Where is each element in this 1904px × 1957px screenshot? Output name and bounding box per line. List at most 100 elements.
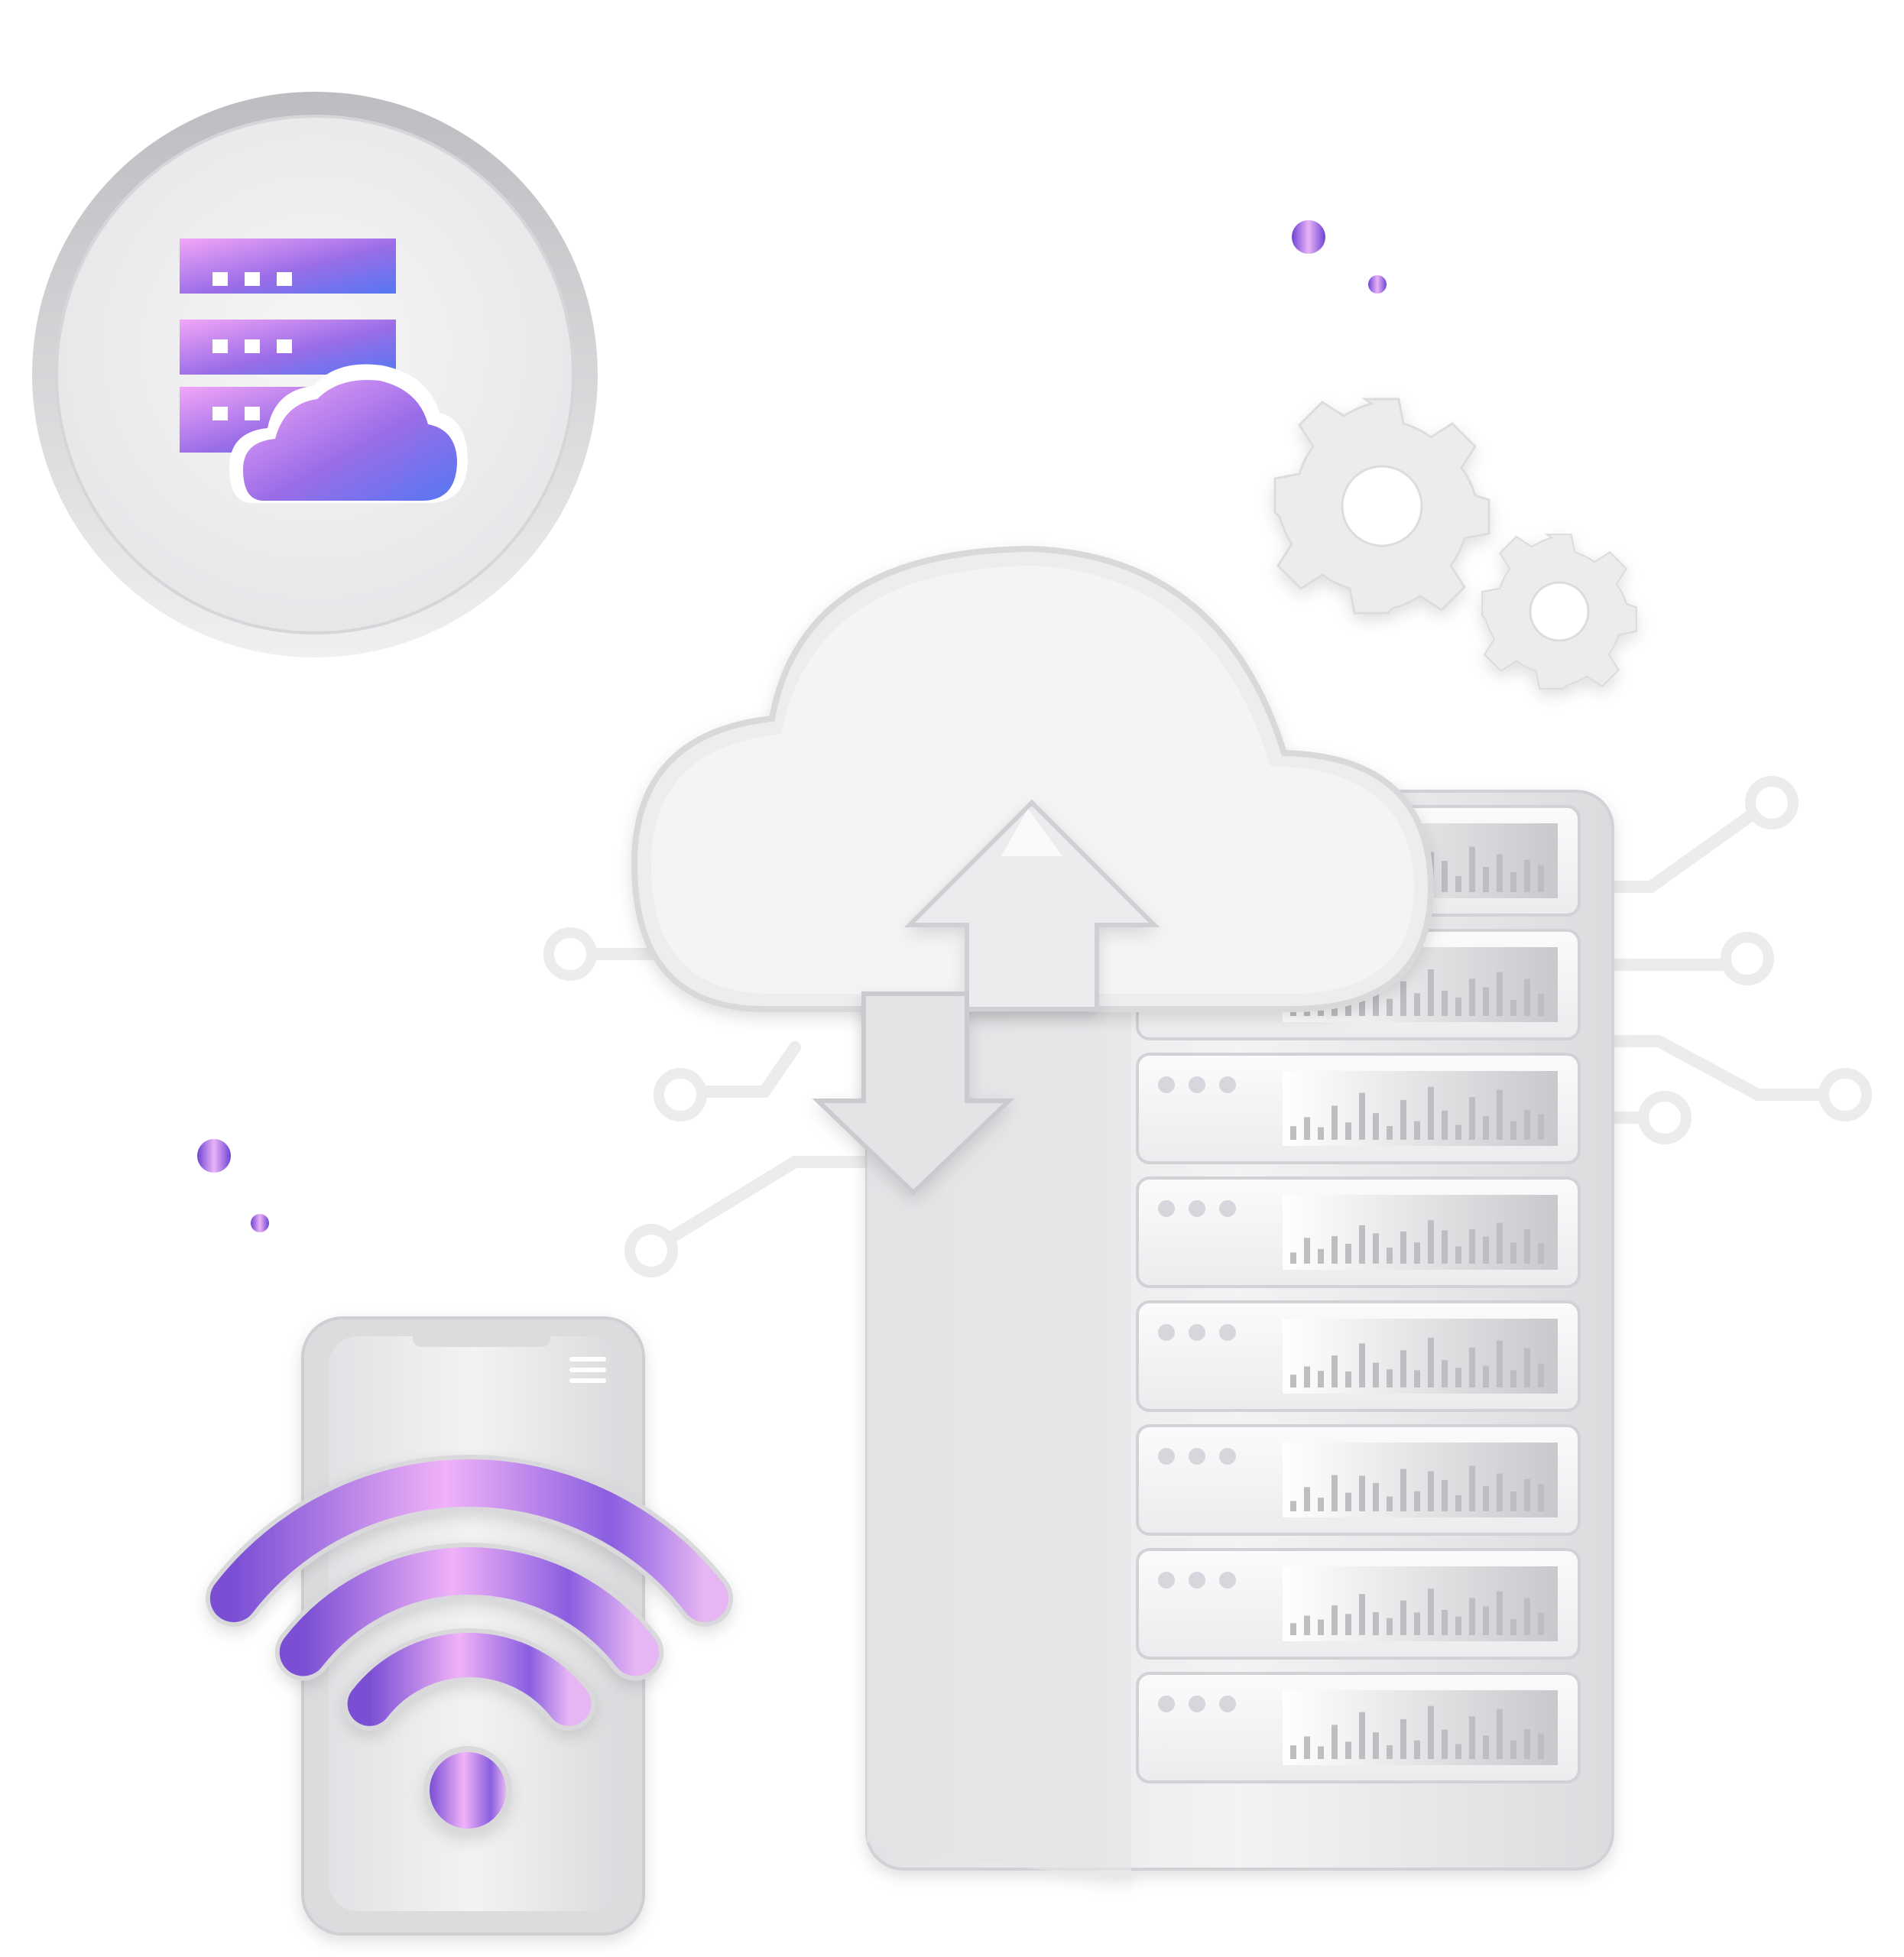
activity-bar [1483,1485,1489,1511]
activity-bar [1510,1000,1516,1016]
status-led [1158,1076,1175,1093]
activity-bar [1455,1495,1461,1511]
activity-bar [1524,1110,1530,1140]
activity-bar [1373,1362,1379,1387]
hamburger-menu-icon [569,1357,606,1383]
activity-bar [1538,1363,1544,1387]
activity-bar [1345,1614,1351,1635]
activity-bar [1538,1114,1544,1140]
connector-dot [1292,220,1325,254]
activity-bar [1400,1600,1406,1635]
status-led [1189,1200,1205,1217]
activity-bar [1332,1605,1338,1635]
activity-bar [1510,1740,1516,1759]
activity-bar [1538,1484,1544,1511]
activity-bar [1483,1365,1489,1387]
activity-bar [1345,1122,1351,1140]
activity-bar [1442,1480,1448,1511]
activity-bar [1455,1368,1461,1387]
wifi-arc [347,1633,592,1726]
server-cloud-icon [180,239,468,503]
activity-bar [1469,978,1475,1016]
activity-bar [1414,1740,1420,1759]
activity-bar [1469,1465,1475,1511]
activity-bar [1373,1482,1379,1511]
activity-bar [1304,1366,1310,1387]
activity-bar [1359,1712,1365,1759]
activity-bar [1304,1615,1310,1635]
activity-bar [1373,1113,1379,1140]
activity-bar [1290,1252,1296,1264]
activity-bar [1497,854,1503,892]
activity-bar [1359,1092,1365,1140]
activity-bar [1373,1732,1379,1759]
activity-bar [1455,997,1461,1016]
wifi-dot [430,1752,506,1829]
activity-bar [1304,1238,1310,1264]
activity-bar [1483,866,1489,892]
activity-bar [1538,1612,1544,1635]
activity-bar [1428,1337,1434,1387]
status-led [1189,1572,1205,1589]
activity-bar [1497,1089,1503,1140]
activity-bar [1332,1236,1338,1264]
badge-connector-lines [197,220,1387,1232]
activity-bar [1442,861,1448,892]
activity-bar [1318,1127,1324,1140]
activity-bar [1510,1242,1516,1264]
activity-bar [1428,1086,1434,1140]
status-led [1219,1572,1236,1589]
status-led [1158,1200,1175,1217]
gear-icon [1273,398,1637,690]
status-led [1189,1076,1205,1093]
activity-bar [1455,1744,1461,1759]
activity-bar [1387,998,1393,1016]
status-led [1219,1076,1236,1093]
activity-bar [1497,1473,1503,1511]
activity-bar [1469,1598,1475,1635]
activity-bar [1524,1598,1530,1635]
status-led [1219,1200,1236,1217]
activity-bar [1400,1718,1406,1759]
server-cloud-badge [32,92,598,657]
activity-bar [1304,1487,1310,1511]
activity-bar [1414,1370,1420,1387]
activity-bar [1455,1246,1461,1264]
activity-bar [1304,1736,1310,1759]
activity-bar [1414,1612,1420,1635]
activity-bar [1510,871,1516,892]
activity-bar [1538,1733,1544,1759]
status-led [1158,1696,1175,1712]
status-led [1219,1324,1236,1341]
activity-bar [1414,993,1420,1016]
activity-bar [1373,993,1379,1016]
activity-bar [1345,1371,1351,1387]
wifi-arc [279,1547,660,1676]
activity-bar [1332,1725,1338,1759]
activity-bar [1373,1233,1379,1264]
status-led [1189,1696,1205,1712]
activity-bar [1387,1745,1393,1759]
activity-bar [1414,1121,1420,1140]
activity-bar [1483,987,1489,1016]
activity-bar [1318,1498,1324,1511]
activity-bar [1483,1236,1489,1264]
activity-bar [1524,978,1530,1016]
circuit-traces [543,776,1872,1277]
activity-bar [1332,1355,1338,1387]
activity-bar [1442,1610,1448,1635]
activity-bar [1524,1228,1530,1264]
activity-bar [1414,1491,1420,1511]
activity-bar [1290,1374,1296,1387]
status-led [1158,1572,1175,1589]
activity-bar [1387,1369,1393,1387]
activity-bar [1345,1492,1351,1511]
status-led [1189,1324,1205,1341]
activity-bar [1318,1371,1324,1387]
activity-bar [1442,1230,1448,1264]
connector-dot [251,1214,269,1232]
status-led [1219,1696,1236,1712]
activity-bar [1469,1347,1475,1387]
activity-bar [1455,1616,1461,1635]
activity-bar [1345,1243,1351,1264]
